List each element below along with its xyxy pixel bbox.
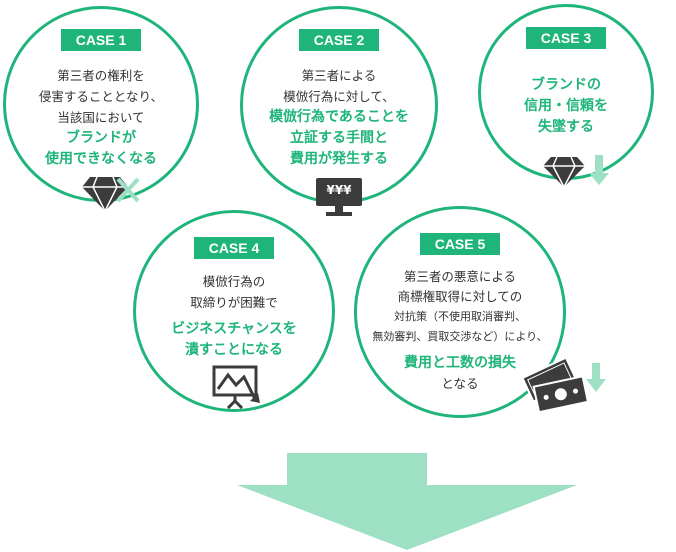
text-line: 商標権取得に対しての bbox=[397, 289, 523, 304]
highlight-line: ブランドが bbox=[66, 130, 136, 146]
text-line: 第三者の権利を bbox=[57, 68, 145, 83]
text-line: 取締りが困難で bbox=[190, 295, 278, 310]
highlight-line: 費用が発生する bbox=[290, 151, 388, 167]
chart-down-icon bbox=[212, 365, 260, 409]
case-5-text: 第三者の悪意による 商標権取得に対しての 対抗策（不使用取消審判、 無効審判、買… bbox=[357, 267, 563, 394]
text-line: 模倣行為の bbox=[202, 274, 266, 289]
highlight-line: 失墜する bbox=[538, 119, 594, 135]
highlight-line: 立証する手間と bbox=[290, 130, 388, 146]
case-1-text: 第三者の権利を 侵害することとなり、 当該国において ブランドが 使用できなくな… bbox=[6, 65, 196, 170]
case-5-badge: CASE 5 bbox=[420, 233, 500, 255]
case-4-text: 模倣行為の 取締りが困難で ビジネスチャンスを 潰すことになる bbox=[136, 271, 332, 361]
diamond-x-icon bbox=[82, 176, 140, 213]
highlight-line: ブランドの bbox=[531, 77, 601, 93]
case-2-text: 第三者による 模倣行為に対して、 模倣行為であることを 立証する手間と 費用が発… bbox=[243, 65, 435, 170]
case-3-badge: CASE 3 bbox=[526, 27, 606, 49]
case-3-circle: CASE 3 ブランドの 信用・信頼を 失墜する bbox=[478, 4, 654, 189]
case-1-circle: CASE 1 第三者の権利を 侵害することとなり、 当該国において ブランドが … bbox=[3, 6, 199, 213]
text-line: 模倣行為に対して、 bbox=[283, 89, 395, 104]
case-4-badge: CASE 4 bbox=[194, 237, 274, 259]
highlight-line: 模倣行為であることを bbox=[269, 109, 409, 125]
case-3-text: ブランドの 信用・信頼を 失墜する bbox=[481, 75, 651, 138]
highlight-line: 潰すことになる bbox=[185, 342, 283, 358]
text-line: 第三者の悪意による bbox=[403, 269, 517, 284]
case-4-circle: CASE 4 模倣行為の 取締りが困難で ビジネスチャンスを 潰すことになる bbox=[133, 210, 335, 412]
text-line: 対抗策（不使用取消審判、 bbox=[394, 310, 526, 323]
text-line: 当該国において bbox=[57, 110, 145, 125]
highlight-line: ビジネスチャンスを bbox=[171, 321, 297, 337]
text-line: 侵害することとなり、 bbox=[38, 89, 164, 104]
case-5-circle: CASE 5 第三者の悪意による 商標権取得に対しての 対抗策（不使用取消審判、… bbox=[354, 206, 566, 418]
text-line: 第三者による bbox=[301, 68, 377, 83]
diamond-down-icon bbox=[543, 155, 609, 189]
highlight-line: 費用と工数の損失 bbox=[404, 355, 516, 371]
monitor-yen-icon: ¥¥¥ bbox=[316, 178, 362, 220]
highlight-line: 使用できなくなる bbox=[45, 151, 157, 167]
case-2-badge: CASE 2 bbox=[299, 29, 379, 51]
money-down-icon bbox=[522, 356, 606, 414]
monitor-screen: ¥¥¥ bbox=[316, 178, 362, 206]
case-1-badge: CASE 1 bbox=[61, 29, 141, 51]
text-line: となる bbox=[441, 376, 479, 391]
text-line: 無効審判、買取交渉など）により、 bbox=[372, 330, 548, 343]
highlight-line: 信用・信頼を bbox=[524, 98, 608, 114]
